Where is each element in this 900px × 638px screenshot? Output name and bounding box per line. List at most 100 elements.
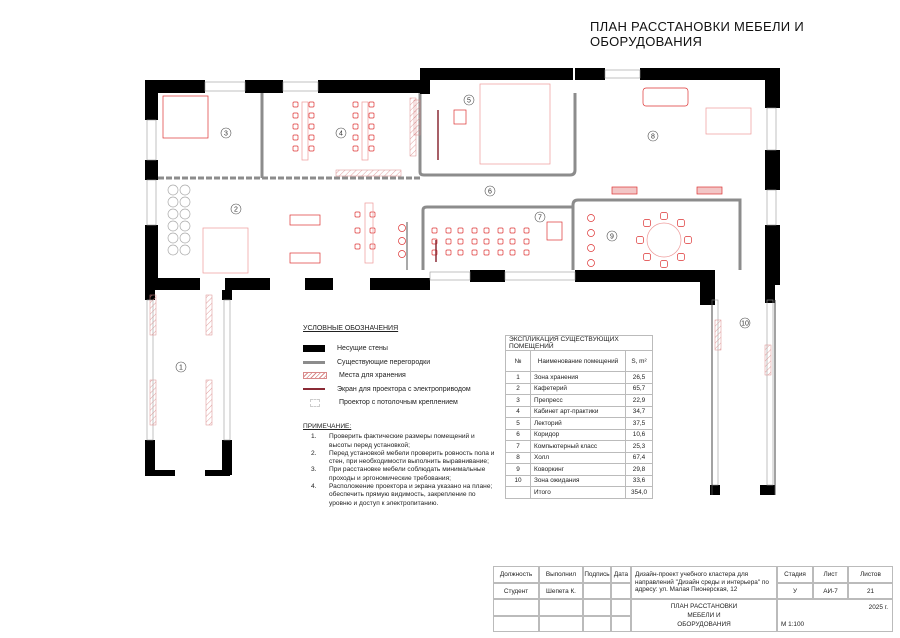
legend-item: Проектор с потолочным креплением [303, 396, 471, 410]
room-number: 1 [505, 371, 531, 384]
room-area: 65,7 [625, 382, 653, 395]
chair [509, 227, 516, 234]
wall [145, 265, 158, 290]
stool [587, 244, 595, 252]
window [204, 81, 246, 92]
pouf [167, 184, 179, 196]
room-area: 25,3 [625, 440, 653, 453]
storage-area [714, 319, 722, 351]
legend-label: Несущие стены [337, 345, 388, 353]
tb-empty [539, 616, 583, 632]
partition-swatch [303, 360, 325, 364]
wall [222, 440, 232, 475]
tb-drawing-name: ПЛАН РАССТАНОВКИ МЕБЕЛИ И ОБОРУДОВАНИЯ [631, 599, 777, 632]
room-number-marker [463, 94, 475, 106]
bench [611, 186, 638, 195]
room-area: 37,5 [625, 417, 653, 430]
note-item: 4.Расположение проектора и экрана указан… [303, 483, 498, 508]
tiered-seating [479, 83, 551, 165]
col-header-name: Наименование помещений [530, 350, 626, 372]
chair [352, 101, 359, 108]
tb-date [611, 583, 631, 599]
tb-empty [583, 616, 611, 632]
room-name: Коворкинг [530, 463, 626, 476]
room-name: Зона хранения [530, 371, 626, 384]
room-number: 2 [505, 382, 531, 395]
legend-item: Места для хранения [303, 369, 471, 383]
chair [457, 227, 464, 234]
chair [684, 236, 692, 244]
legend-item: Существующие перегородки [303, 356, 471, 370]
tb-year: 2025 г. [868, 604, 888, 611]
chair [445, 227, 452, 234]
storage-area [149, 294, 157, 336]
tb-empty [493, 616, 539, 632]
chair [352, 134, 359, 141]
chair [457, 238, 464, 245]
storage-area [764, 344, 772, 376]
chair [308, 134, 315, 141]
col-header-area: S, m² [625, 350, 653, 372]
window [766, 107, 777, 151]
chair [292, 134, 299, 141]
tb-sheet-header: Лист [813, 566, 848, 583]
wall [423, 68, 573, 80]
notes: ПРИМЕЧАНИЕ: 1.Проверить фактические разм… [303, 423, 498, 508]
screen-swatch [303, 388, 325, 391]
legend-label: Существующие перегородки [337, 358, 431, 366]
chair [369, 243, 376, 250]
note-text: Расположение проектора и экрана указано … [329, 483, 493, 507]
room-name: Лекторий [530, 417, 626, 430]
chair [354, 227, 361, 234]
storage-area [335, 169, 402, 177]
total-label: Итого [530, 486, 626, 499]
note-number: 3. [311, 466, 317, 474]
room-number-marker [606, 230, 618, 242]
room-number: 4 [505, 405, 531, 418]
room-number: 7 [505, 440, 531, 453]
tb-signature-header: Подпись [583, 566, 611, 583]
storage-area [205, 379, 213, 426]
pouf [179, 244, 191, 256]
chair [457, 249, 464, 256]
explication-table: ЭКСПЛИКАЦИЯ СУЩЕСТВУЮЩИХ ПОМЕЩЕНИЙ № Наи… [505, 335, 653, 499]
stool [398, 250, 406, 258]
room-name: Препресс [530, 394, 626, 407]
tb-position: Студент [493, 583, 539, 599]
wall [765, 225, 780, 265]
chair [308, 112, 315, 119]
room-number: 5 [467, 98, 471, 105]
table [301, 101, 309, 161]
chair [509, 238, 516, 245]
wall [205, 470, 230, 476]
window [282, 81, 319, 92]
pouf [167, 220, 179, 232]
chair [643, 253, 651, 261]
note-number: 1. [311, 433, 317, 441]
chair [509, 249, 516, 256]
chair [660, 212, 668, 220]
chair [677, 253, 685, 261]
room-name: Компьютерный класс [530, 440, 626, 453]
legend: УСЛОВНЫЕ ОБОЗНАЧЕНИЯ Несущие стены Сущес… [303, 325, 471, 410]
chair [352, 145, 359, 152]
wall [765, 68, 780, 108]
room-number: 4 [339, 131, 343, 138]
tb-signature [583, 583, 611, 599]
window [146, 119, 157, 161]
window [429, 271, 471, 281]
projector-icon [310, 398, 320, 407]
room-number: 8 [651, 134, 655, 141]
window [604, 69, 641, 79]
chair [677, 219, 685, 227]
counter [202, 227, 249, 274]
table [364, 202, 374, 264]
press-machine [162, 95, 209, 139]
room-number: 6 [488, 189, 492, 196]
